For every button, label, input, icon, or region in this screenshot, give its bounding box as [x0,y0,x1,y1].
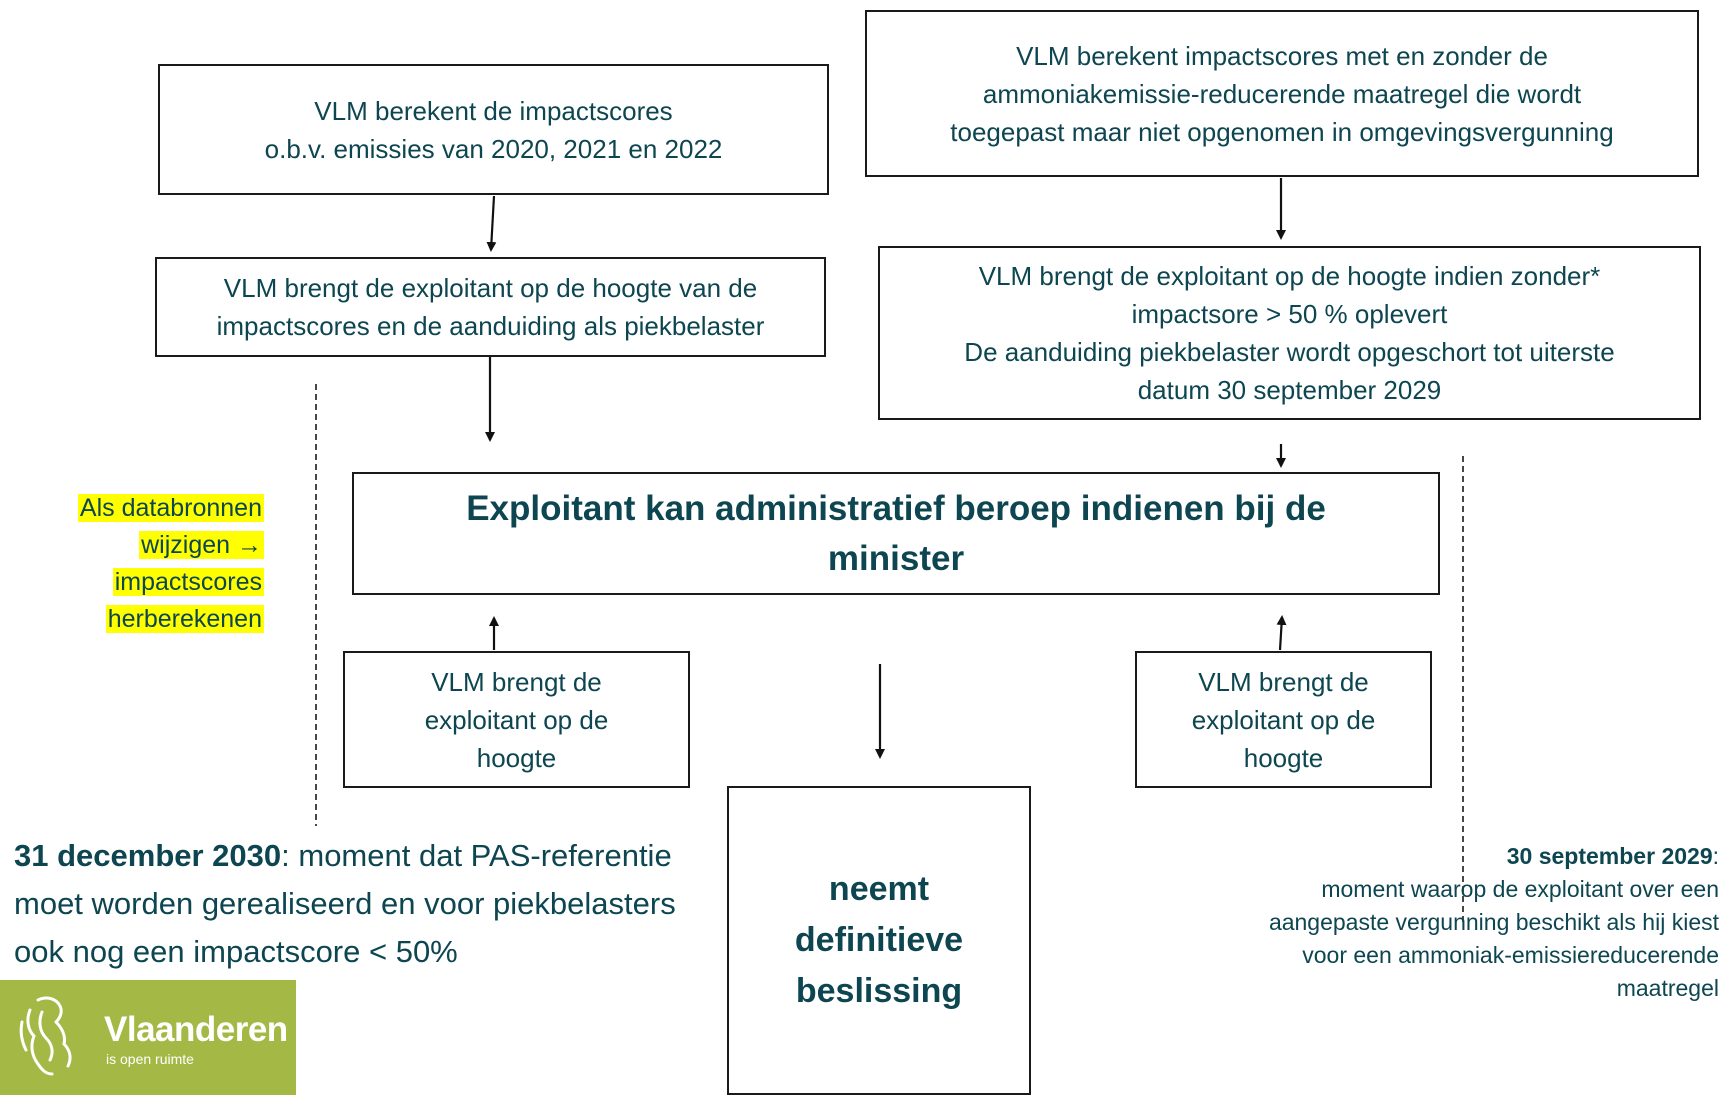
deadline-line: aangepaste vergunning beschikt als hij k… [1268,909,1719,935]
deadline-line: voor een ammoniak-emissiereducerende [1302,942,1719,968]
box-line: hoogte [1243,742,1324,773]
box-notify-left: VLM brengt de exploitant op de hoogte [343,651,690,788]
box-line: toegepast maar niet opgenomen in omgevin… [950,116,1614,147]
deadline-text: : moment dat PAS-referentie moet worden … [14,838,676,969]
box-line: VLM brengt de [431,666,602,697]
lion-icon [19,996,72,1076]
box-inform-suspension: VLM brengt de exploitant op de hoogte in… [878,246,1701,420]
box-line: Exploitant kan administratief beroep ind… [466,488,1326,528]
box-calculate-impactscores: VLM berekent de impactscores o.b.v. emis… [158,64,829,195]
box-calculate-with-without-measure: VLM berekent impactscores met en zonder … [865,10,1699,177]
deadline-2029: 30 september 2029: moment waarop de expl… [1159,840,1719,1005]
box-administrative-appeal: Exploitant kan administratief beroep ind… [352,472,1440,595]
box-line: VLM brengt de exploitant op de hoogte va… [223,273,758,303]
box-line: o.b.v. emissies van 2020, 2021 en 2022 [264,133,723,164]
deadline-heading: 30 september 2029: [1159,840,1719,873]
box-line: beslissing [795,972,963,1010]
box-line: VLM brengt de exploitant op de hoogte in… [978,261,1601,291]
box-minister-decision: neemt definitieve beslissing [727,786,1031,1095]
note-line: herberekenen [105,605,264,633]
box-line: definitieve [794,921,964,959]
box-line: exploitant op de [1191,704,1376,735]
arrow-topleft-to-midleft [486,195,497,252]
note-line: wijzigen → [139,531,264,559]
deadline-line: moment waarop de exploitant over een [1321,876,1719,902]
box-line: VLM brengt de [1198,666,1369,697]
deadline-2030: 31 december 2030: moment dat PAS-referen… [14,832,714,976]
note-recalculate: Als databronnen wijzigen → impactscores … [36,490,264,638]
deadline-line: maatregel [1616,975,1719,1001]
vlaanderen-logo: Vlaanderen is open ruimte [0,980,296,1095]
note-line: impactscores [112,568,264,596]
deadline-date: 31 december 2030 [14,838,282,873]
logo-subtitle: is open ruimte [106,1051,194,1067]
deadline-colon: : [1712,843,1719,869]
box-line: minister [827,538,965,578]
box-line: datum 30 september 2029 [1137,375,1442,405]
box-inform-piekbelaster: VLM brengt de exploitant op de hoogte va… [155,257,826,357]
box-line: exploitant op de [424,704,609,735]
box-line: VLM berekent impactscores met en zonder … [1016,40,1548,71]
box-line: ammoniakemissie-reducerende maatregel di… [982,78,1582,109]
logo-title: Vlaanderen [104,1010,288,1049]
box-line: impactscores en de aanduiding als piekbe… [216,311,765,341]
note-line: Als databronnen [77,494,264,522]
box-line: hoogte [476,742,557,773]
arrow-notifyright-to-center [1276,615,1287,651]
box-line: VLM berekent de impactscores [314,95,673,126]
box-notify-right: VLM brengt de exploitant op de hoogte [1135,651,1432,788]
box-line: neemt [828,870,930,908]
box-line: impactsore > 50 % oplevert [1131,299,1448,329]
deadline-date: 30 september 2029 [1506,843,1713,869]
box-line: De aanduiding piekbelaster wordt opgesch… [964,337,1615,367]
